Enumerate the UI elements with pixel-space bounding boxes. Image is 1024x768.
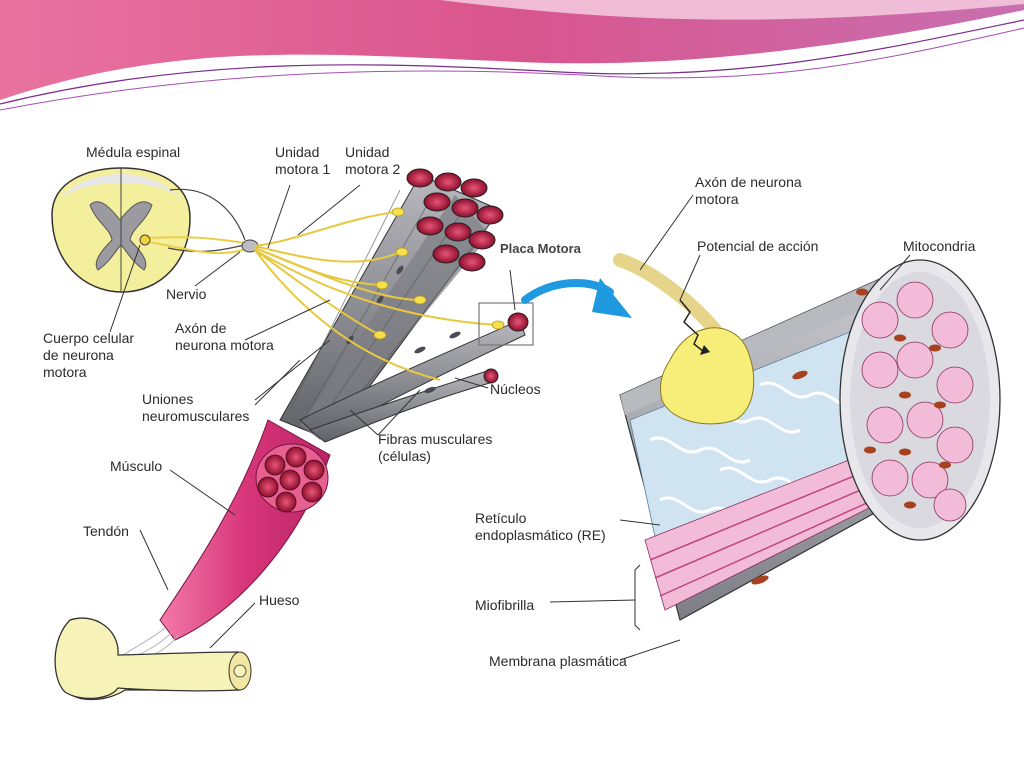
banner-line-1 <box>0 19 1024 105</box>
leader-lines <box>109 184 911 661</box>
myofibril-ends <box>861 281 974 522</box>
blue-arrow <box>521 278 632 318</box>
label-axon-neurona-motora: Axón de neurona motora <box>175 320 274 353</box>
fiber-end-caps <box>406 168 529 384</box>
slide-banner <box>0 0 1024 111</box>
nuclei <box>346 265 461 394</box>
right-axon <box>613 253 722 337</box>
label-nervio: Nervio <box>166 286 207 302</box>
label-cuerpo-celular: Cuerpo celular de neurona motora <box>43 330 135 380</box>
motor-end-plate <box>659 327 755 425</box>
label-unidad-motora-1: Unidad motora 1 <box>275 144 331 177</box>
label-miofibrilla: Miofibrilla <box>475 597 535 613</box>
muscle-fiber-section <box>613 253 1001 621</box>
label-musculo: Músculo <box>110 458 163 474</box>
spinal-cord <box>51 167 249 293</box>
label-uniones-neuromusculares: Uniones neuromusculares <box>142 391 250 424</box>
label-fibras-musculares: Fibras musculares (células) <box>378 431 493 464</box>
nerve <box>149 236 259 255</box>
label-mitocondria: Mitocondria <box>903 238 976 254</box>
banner-light-wave <box>440 0 1024 20</box>
muscle <box>159 419 331 641</box>
mitochondria <box>751 288 951 585</box>
label-axon-neurona-motora-right: Axón de neurona motora <box>695 174 802 207</box>
neuromuscular-junctions <box>373 207 505 340</box>
motor-plate-box <box>478 302 534 346</box>
label-reticulo-endoplasmatico: Retículo endoplasmático (RE) <box>475 510 606 543</box>
label-potencial-accion: Potencial de acción <box>697 238 819 254</box>
action-potential-arrow <box>679 299 705 353</box>
banner-line-2 <box>0 27 1024 111</box>
muscle-fascicles <box>257 446 325 513</box>
label-medula-espinal: Médula espinal <box>86 144 181 160</box>
label-membrana-plasmatica: Membrana plasmática <box>489 653 627 669</box>
label-unidad-motora-2: Unidad motora 2 <box>345 144 401 177</box>
label-hueso: Hueso <box>259 592 300 608</box>
bone <box>54 617 252 701</box>
label-placa-motora: Placa Motora <box>500 241 581 256</box>
label-tendon: Tendón <box>83 523 129 539</box>
banner-wave <box>0 0 1024 100</box>
label-nucleos: Núcleos <box>490 381 541 397</box>
